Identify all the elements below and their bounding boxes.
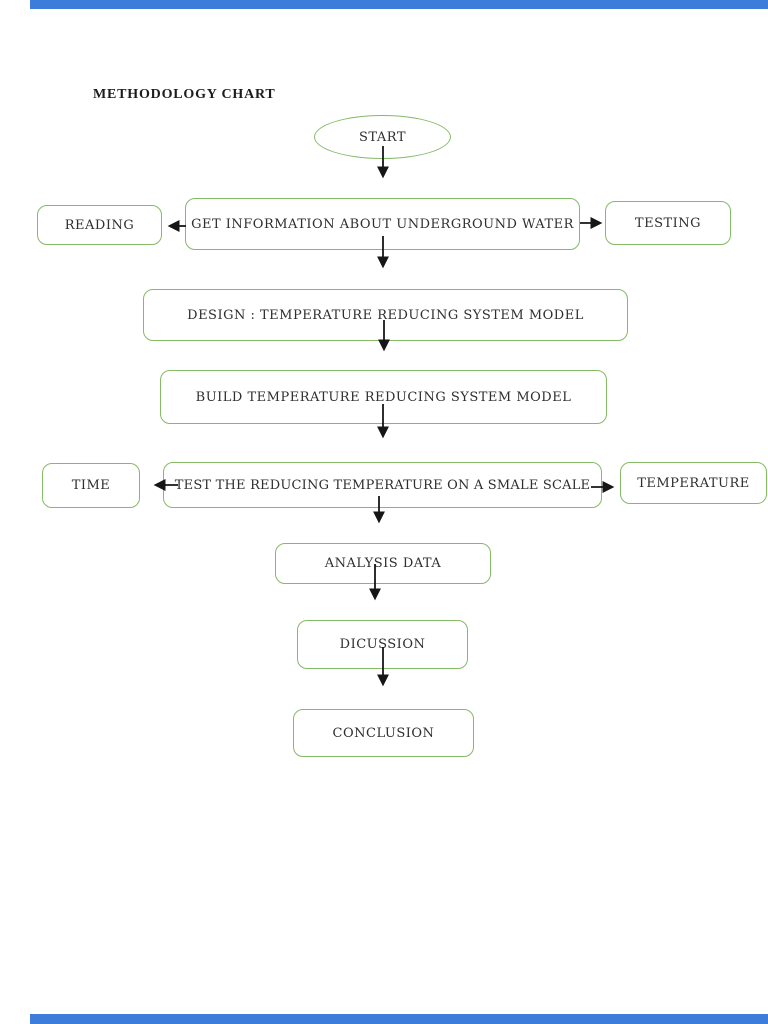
- page-edge-bar-top: [30, 0, 768, 9]
- node-get-information: GET INFORMATION ABOUT UNDERGROUND WATER: [185, 198, 580, 250]
- page-title: METHODOLOGY CHART: [93, 87, 276, 102]
- node-temperature: TEMPERATURE: [620, 462, 767, 504]
- page-edge-bar-bottom: [30, 1014, 768, 1024]
- node-analysis-data: ANALYSIS DATA: [275, 543, 491, 584]
- node-design: DESIGN : TEMPERATURE REDUCING SYSTEM MOD…: [143, 289, 628, 341]
- node-testing: TESTING: [605, 201, 731, 245]
- node-conclusion: CONCLUSION: [293, 709, 474, 757]
- node-start: START: [314, 115, 451, 159]
- node-reading: READING: [37, 205, 162, 245]
- node-build: BUILD TEMPERATURE REDUCING SYSTEM MODEL: [160, 370, 607, 424]
- node-discussion: DICUSSION: [297, 620, 468, 669]
- node-test: TEST THE REDUCING TEMPERATURE ON A SMALE…: [163, 462, 602, 508]
- node-time: TIME: [42, 463, 140, 508]
